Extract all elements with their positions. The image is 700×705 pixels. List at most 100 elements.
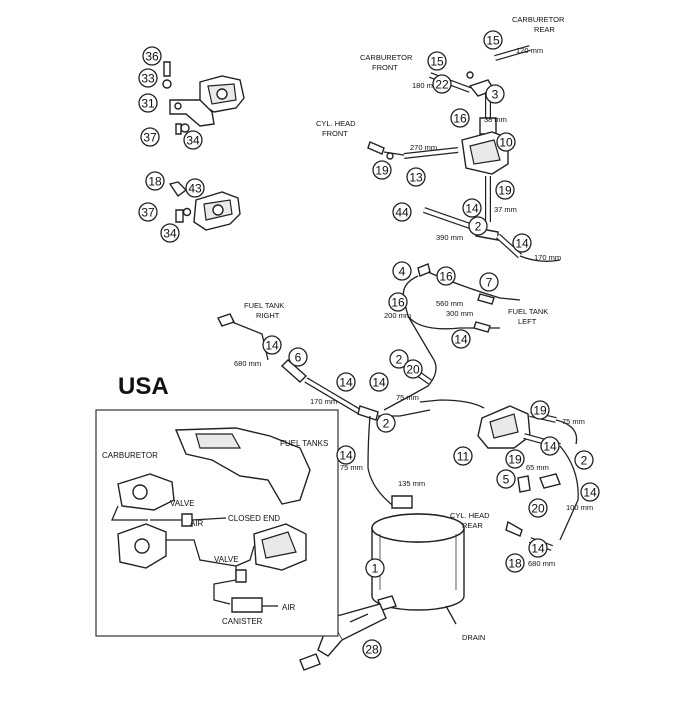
callout-number: 14 (465, 202, 479, 216)
dim-270: 270 mm (410, 143, 437, 152)
callout-circle (365, 558, 385, 578)
callout-number: 19 (533, 404, 547, 418)
callout-31: 31 (138, 93, 158, 113)
callout-circle (496, 132, 516, 152)
dim-300: 300 mm (446, 309, 473, 318)
callout-36: 36 (142, 46, 162, 66)
callout-number: 16 (453, 112, 467, 126)
callout-34: 34 (160, 223, 180, 243)
callout-33: 33 (138, 68, 158, 88)
callout-5: 5 (496, 469, 516, 489)
callout-number: 14 (531, 542, 545, 556)
callout-16: 16 (388, 292, 408, 312)
callout-number: 4 (399, 265, 406, 279)
callout-circle (495, 180, 515, 200)
callout-circle (436, 266, 456, 286)
inset-label-closed-end: CLOSED END (228, 514, 280, 523)
callout-6: 6 (288, 347, 308, 367)
callout-22: 22 (432, 74, 452, 94)
dim-680-right: 680 mm (528, 559, 555, 568)
callout-circle (450, 108, 470, 128)
callout-14: 14 (336, 372, 356, 392)
callout-2: 2 (376, 413, 396, 433)
dim-390: 390 mm (436, 233, 463, 242)
fuel-tank-hoses-middle (217, 263, 521, 469)
callout-number: 22 (435, 78, 449, 92)
callout-number: 18 (148, 175, 162, 189)
callout-circle (288, 347, 308, 367)
callout-number: 1 (372, 562, 379, 576)
callout-44: 44 (392, 202, 412, 222)
callout-number: 2 (383, 417, 390, 431)
callout-34: 34 (183, 130, 203, 150)
callout-14: 14 (580, 482, 600, 502)
label-fuel-tank-left-2: LEFT (518, 317, 537, 326)
callout-circle (145, 171, 165, 191)
callout-14: 14 (540, 436, 560, 456)
dim-170-upper: 170 mm (534, 253, 561, 262)
dim-200: 200 mm (384, 311, 411, 320)
callout-circle (468, 216, 488, 236)
callout-number: 28 (365, 643, 379, 657)
callout-number: 2 (581, 454, 588, 468)
callout-number: 16 (391, 296, 405, 310)
callout-number: 33 (141, 72, 155, 86)
callout-circle (336, 372, 356, 392)
location-labels: CARBURETOR REAR CARBURETOR FRONT CYL. HE… (118, 15, 565, 642)
inset-label-canister: CANISTER (222, 617, 263, 626)
callout-number: 14 (339, 376, 353, 390)
callout-circle (142, 46, 162, 66)
callout-number: 43 (188, 182, 202, 196)
callout-19: 19 (530, 400, 550, 420)
callout-number: 20 (531, 502, 545, 516)
dim-100: 100 mm (566, 503, 593, 512)
callout-circle (160, 223, 180, 243)
dim-75-middle: 75 mm (396, 393, 419, 402)
dim-180: 180 mm (412, 81, 439, 90)
inset-label-valve-1: VALVE (170, 499, 195, 508)
callout-number: 19 (498, 184, 512, 198)
dim-170-lower: 170 mm (310, 397, 337, 406)
label-carburetor-front-1: CARBURETOR (360, 53, 413, 62)
label-cyl-head-front-2: FRONT (322, 129, 348, 138)
valve-bracket-assembly-upper (162, 61, 245, 135)
callout-circle (485, 84, 505, 104)
callout-circle (540, 436, 560, 456)
callout-13: 13 (406, 167, 426, 187)
callout-number: 14 (583, 486, 597, 500)
callout-16: 16 (436, 266, 456, 286)
callout-number: 3 (492, 88, 499, 102)
callout-number: 6 (295, 351, 302, 365)
callout-3: 3 (485, 84, 505, 104)
callout-number: 14 (515, 237, 529, 251)
callout-7: 7 (479, 272, 499, 292)
callout-circle (451, 329, 471, 349)
callout-14: 14 (451, 329, 471, 349)
dim-135: 135 mm (398, 479, 425, 488)
callout-circle (427, 51, 447, 71)
dim-75-right: 75 mm (562, 417, 585, 426)
callout-number: 14 (543, 440, 557, 454)
callout-circle (530, 400, 550, 420)
callout-number: 11 (457, 450, 470, 464)
callout-number: 7 (486, 276, 493, 290)
callout-2: 2 (574, 450, 594, 470)
callout-number: 37 (143, 131, 157, 145)
callout-1: 1 (365, 558, 385, 578)
callout-circle (505, 553, 525, 573)
label-cyl-head-rear-1: CYL. HEAD (450, 511, 490, 520)
callout-circle (403, 359, 423, 379)
callout-14: 14 (336, 445, 356, 465)
dim-38: 38 mm (484, 115, 507, 124)
callout-4: 4 (392, 261, 412, 281)
dim-120: 120 mm (516, 46, 543, 55)
callout-10: 10 (496, 132, 516, 152)
callout-number: 20 (406, 363, 420, 377)
callout-number: 34 (186, 134, 200, 148)
callout-15: 15 (483, 30, 503, 50)
callout-number: 14 (339, 449, 353, 463)
callout-circle (389, 349, 409, 369)
callout-37: 37 (140, 127, 160, 147)
label-carburetor-rear-1: CARBURETOR (512, 15, 565, 24)
